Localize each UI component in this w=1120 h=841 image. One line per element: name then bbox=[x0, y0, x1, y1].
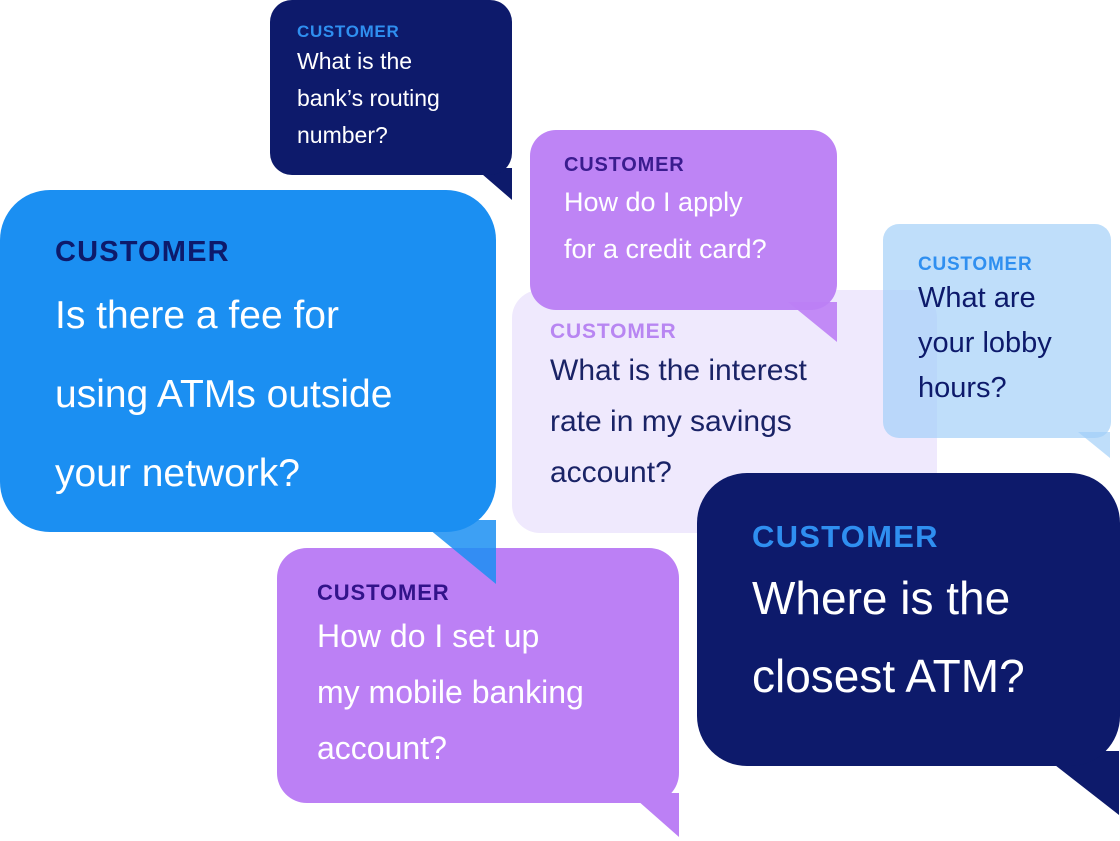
speaker-label: CUSTOMER bbox=[918, 254, 1033, 275]
question-line: your lobby bbox=[918, 327, 1052, 359]
question-line: your network? bbox=[55, 452, 300, 495]
bubble-tail bbox=[788, 302, 837, 342]
question-line: for a credit card? bbox=[564, 234, 767, 264]
speaker-label: CUSTOMER bbox=[550, 320, 677, 343]
bubble-tail bbox=[1037, 751, 1119, 815]
question-line: account? bbox=[550, 456, 672, 489]
chat-bubble-routing-number: CUSTOMER What is the bank’s routing numb… bbox=[270, 0, 512, 200]
chat-bubble-credit-card: CUSTOMER How do I apply for a credit car… bbox=[530, 130, 837, 342]
question-line: bank’s routing bbox=[297, 85, 440, 111]
speaker-label: CUSTOMER bbox=[55, 236, 230, 268]
bubble-tail bbox=[475, 168, 512, 200]
question-line: What are bbox=[918, 282, 1036, 314]
question-line: How do I apply bbox=[564, 187, 743, 217]
speaker-label: CUSTOMER bbox=[317, 580, 450, 605]
question-line: rate in my savings bbox=[550, 405, 792, 438]
speaker-label: CUSTOMER bbox=[297, 22, 400, 41]
chat-bubble-atm-fee: CUSTOMER Is there a fee for using ATMs o… bbox=[0, 190, 496, 532]
question-line: hours? bbox=[918, 372, 1007, 404]
question-line: number? bbox=[297, 122, 388, 148]
chat-bubble-closest-atm: CUSTOMER Where is the closest ATM? bbox=[697, 473, 1120, 815]
bubble-body: CUSTOMER How do I apply for a credit car… bbox=[530, 130, 837, 310]
bubble-tail bbox=[418, 520, 496, 584]
speaker-label: CUSTOMER bbox=[752, 519, 939, 554]
question-line: What is the interest bbox=[550, 354, 807, 387]
chat-bubble-lobby-hours: CUSTOMER What are your lobby hours? bbox=[883, 224, 1111, 458]
question-line: account? bbox=[317, 730, 447, 766]
question-line: closest ATM? bbox=[752, 650, 1025, 702]
question-line: my mobile banking bbox=[317, 674, 584, 710]
bubble-tail bbox=[1078, 432, 1110, 458]
chat-bubble-mobile-banking: CUSTOMER How do I set up my mobile banki… bbox=[277, 548, 679, 837]
bubble-body: CUSTOMER What is the bank’s routing numb… bbox=[270, 0, 512, 175]
speaker-label: CUSTOMER bbox=[564, 154, 685, 176]
question-line: using ATMs outside bbox=[55, 373, 393, 416]
question-line: How do I set up bbox=[317, 618, 540, 654]
bubble-body: CUSTOMER Where is the closest ATM? bbox=[697, 473, 1120, 766]
question-line: What is the bbox=[297, 48, 413, 74]
question-line: Where is the bbox=[752, 572, 1011, 624]
bubble-body: CUSTOMER How do I set up my mobile banki… bbox=[277, 548, 679, 803]
question-line: Is there a fee for bbox=[55, 294, 339, 337]
bubble-body: CUSTOMER Is there a fee for using ATMs o… bbox=[0, 190, 496, 532]
bubble-tail bbox=[629, 793, 679, 837]
bubble-body: CUSTOMER What are your lobby hours? bbox=[883, 224, 1111, 438]
